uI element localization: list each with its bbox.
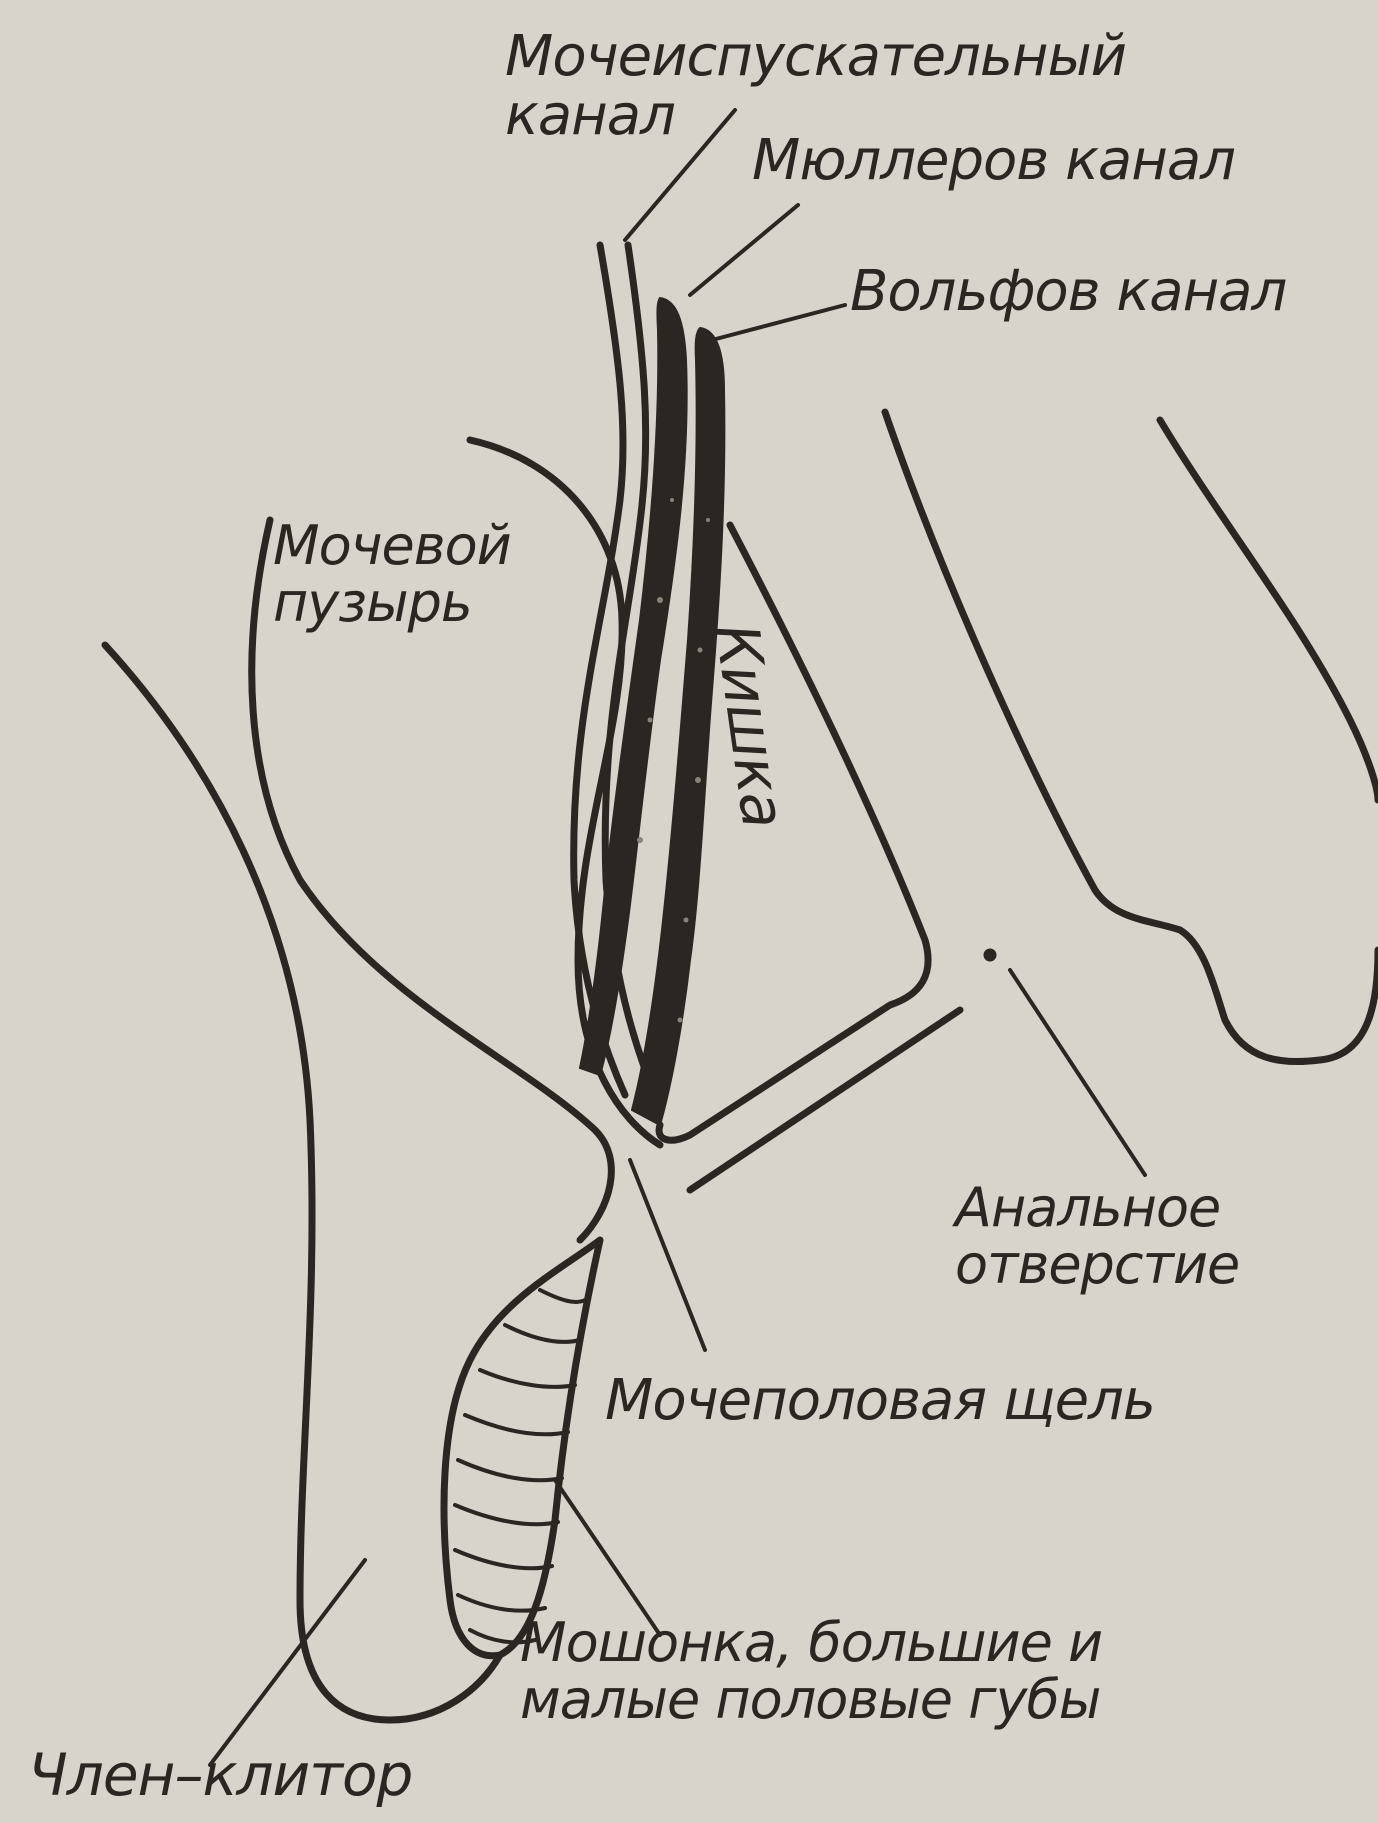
anus-point	[987, 952, 993, 958]
leader-mullerian	[690, 205, 798, 295]
label-bladder: Мочевой пузырь	[273, 518, 511, 631]
label-mullerian-duct: Мюллеров канал	[752, 132, 1235, 191]
label-anus-line-1: Анальное	[955, 1180, 1239, 1237]
label-bladder-line-2: пузырь	[273, 575, 511, 632]
label-penis-clitoris: Член–клитор	[28, 1745, 412, 1806]
label-urogenital-slit: Мочеполовая щель	[605, 1372, 1155, 1431]
label-scrotum-labia: Мошонка, большие и малые половые губы	[520, 1615, 1102, 1728]
label-bladder-line-1: Мочевой	[273, 518, 511, 575]
body-back-contour	[1160, 420, 1378, 800]
outer-body-contour	[105, 645, 500, 1720]
intestine-lower-wall	[690, 1010, 960, 1190]
label-scrotum-labia-line-1: Мошонка, большие и	[520, 1615, 1102, 1672]
leader-penis-clitoris	[210, 1560, 365, 1765]
label-urethra-line-1: Мочеиспускательный	[505, 28, 1126, 87]
leader-anus	[1010, 970, 1145, 1175]
label-anus-line-2: отверстие	[955, 1237, 1239, 1294]
scrotum-hatching	[455, 1290, 585, 1642]
label-scrotum-labia-line-2: малые половые губы	[520, 1672, 1102, 1729]
label-wolffian-duct: Вольфов канал	[850, 263, 1286, 322]
leader-wolffian	[712, 305, 845, 340]
intestine-outer-wall	[885, 412, 1378, 1062]
label-anus: Анальное отверстие	[955, 1180, 1239, 1293]
